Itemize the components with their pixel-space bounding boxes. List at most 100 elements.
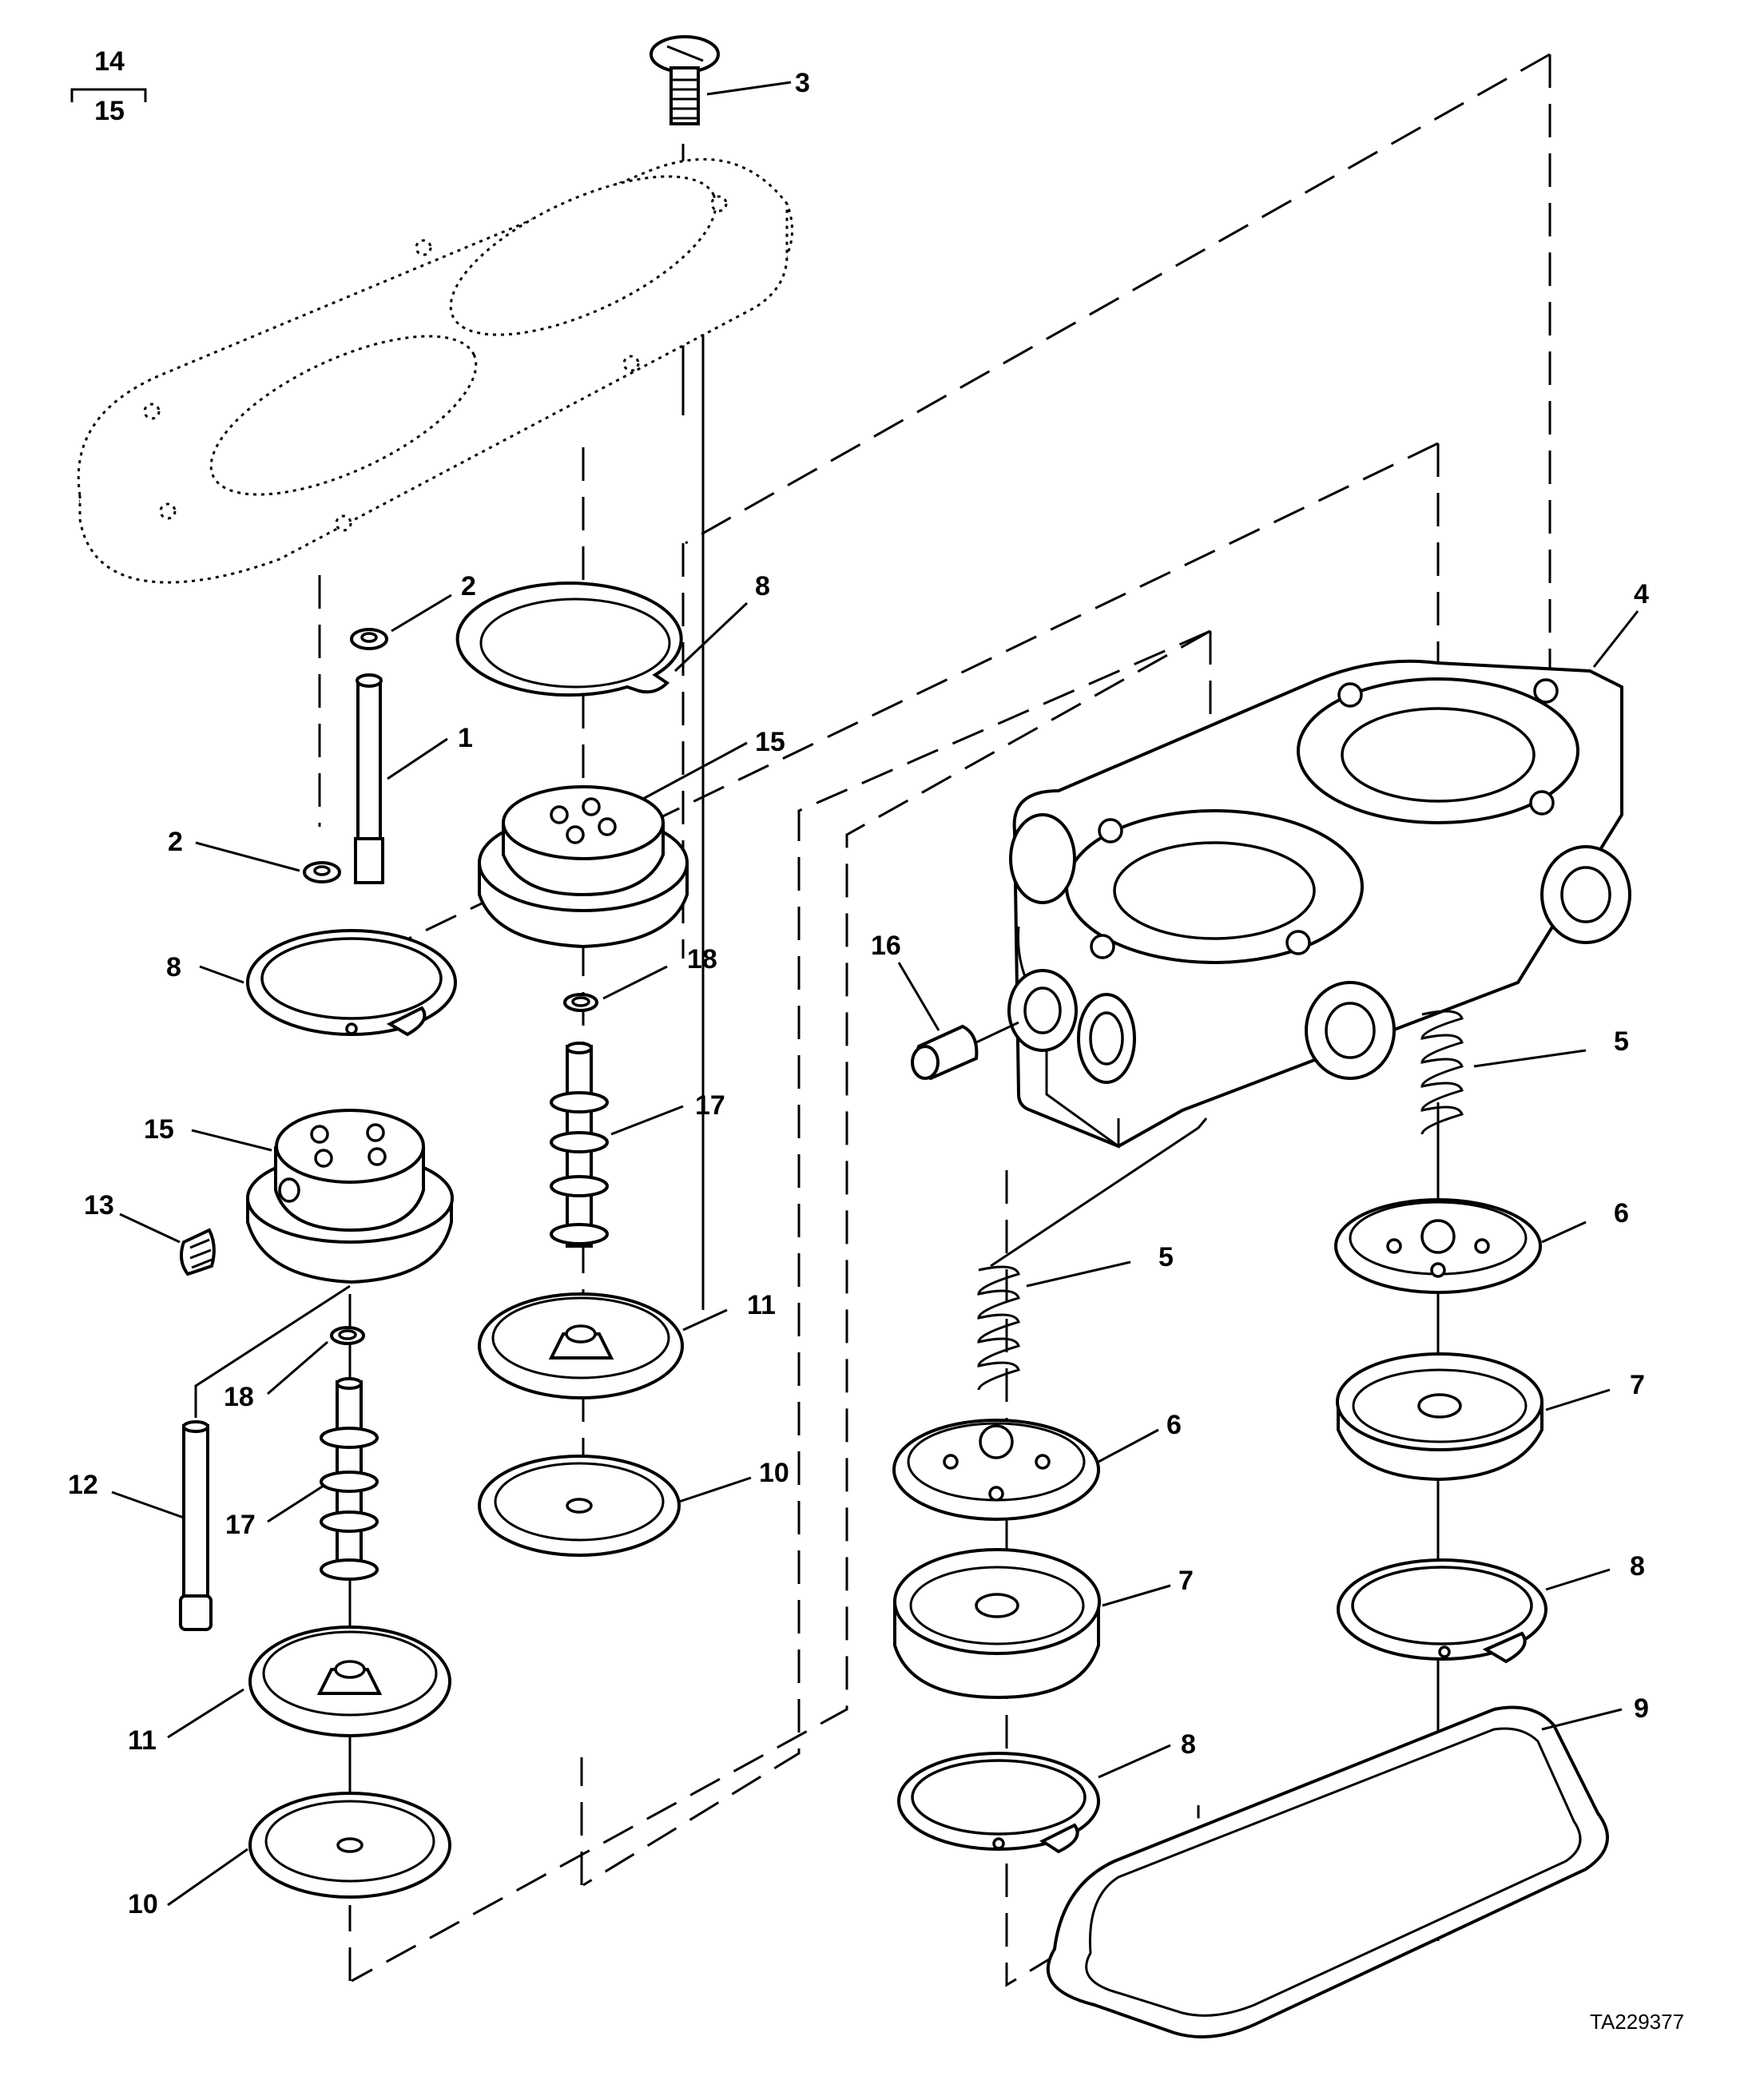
index-bracket [70, 88, 147, 102]
leader-17b [267, 1484, 324, 1523]
callout-4: 4 [1634, 579, 1649, 609]
piston-15-left [246, 1109, 454, 1284]
centerline-pin-12 [194, 1284, 351, 1418]
plug-16 [911, 1021, 1019, 1081]
seal-10-mid [478, 1455, 681, 1557]
ring-8-top [455, 582, 683, 697]
spool-17-left-land-2 [320, 1471, 379, 1493]
piston-15-top-hole-2 [582, 797, 601, 816]
seat-6-right-hole-2 [1474, 1238, 1490, 1254]
callout-17b: 17 [225, 1510, 256, 1540]
pin-12-end [179, 1594, 213, 1631]
leader-6a [1541, 1221, 1587, 1244]
leader-3 [706, 81, 792, 96]
housing-bolt-hole-6 [1529, 790, 1555, 816]
ring-8-right-lug [1482, 1631, 1527, 1664]
callout-3: 3 [795, 68, 810, 98]
seal-10-left-hole [336, 1837, 364, 1853]
spool-17-left-land-4 [320, 1558, 379, 1581]
o-ring-18-mid [563, 993, 598, 1012]
seal-10-left [248, 1792, 451, 1899]
leader-6b [1098, 1428, 1159, 1463]
callout-6b: 6 [1166, 1410, 1182, 1440]
callout-7b: 7 [1178, 1566, 1194, 1596]
drawing-reference: TA229377 [1590, 2010, 1684, 2034]
seat-6-right [1334, 1198, 1542, 1294]
washer-2-top-hole [360, 632, 378, 643]
piston-7-right-inner [1352, 1368, 1528, 1443]
screw-shank [669, 66, 700, 125]
callout-labels: 3 2 8 4 1 15 2 8 18 16 5 17 15 13 6 5 11… [68, 68, 1649, 1919]
cover-plate-bore-left [209, 335, 478, 496]
ring-8-left [246, 929, 457, 1037]
spool-17-left [320, 1377, 379, 1581]
pin-1-top [356, 673, 383, 688]
ring-8-bottom-eye [992, 1837, 1005, 1850]
housing-bore-right [1341, 707, 1536, 803]
piston-15-left-hole-1 [310, 1125, 329, 1144]
diaphragm-11-left-hole [334, 1660, 366, 1679]
gasket-9 [1046, 1705, 1609, 2038]
callout-8a: 8 [755, 571, 770, 601]
piston-7-left-inner [909, 1566, 1085, 1645]
callout-8c: 8 [1630, 1551, 1645, 1582]
piston-7-left [893, 1548, 1101, 1700]
plug-leader-axis [975, 1021, 1019, 1044]
ring-8-bottom-lug [1039, 1823, 1079, 1854]
diaphragm-11-mid [478, 1292, 684, 1399]
leader-8d [1098, 1744, 1171, 1779]
housing-port-top-left [1009, 813, 1076, 904]
spool-17-mid-top [566, 1042, 593, 1054]
piston-15-left-hole-4 [368, 1147, 387, 1166]
piston-7-right [1336, 1352, 1544, 1482]
spring-to-housing-line [990, 1117, 1208, 1268]
spring-coils-left [977, 1265, 1020, 1391]
leader-5a [1473, 1049, 1587, 1068]
piston-7-right-hole [1417, 1393, 1462, 1419]
seal-10-mid-inner [494, 1462, 665, 1542]
gasket-9-outer [1046, 1705, 1609, 2038]
cover-hole-6 [710, 195, 728, 212]
seat-6-left-center [979, 1424, 1014, 1459]
callout-9: 9 [1634, 1693, 1649, 1724]
cover-hole-4 [415, 239, 432, 256]
seat-6-left-hole-1 [943, 1454, 959, 1470]
callout-16: 16 [871, 931, 901, 961]
leader-2b [195, 841, 300, 872]
callout-11a: 11 [747, 1290, 776, 1320]
callout-11b: 11 [128, 1725, 157, 1756]
callout-5b: 5 [1158, 1242, 1174, 1272]
ring-8-right [1337, 1558, 1547, 1664]
piston-15-top-hole-4 [598, 817, 617, 836]
callout-2a: 2 [461, 571, 476, 601]
callout-15a: 15 [755, 727, 785, 757]
piston-15-left-hole-3 [314, 1149, 333, 1168]
leader-2a [391, 593, 452, 633]
pin-12-shaft [182, 1424, 209, 1607]
diaphragm-11-mid-rim [491, 1296, 670, 1379]
leader-15b [191, 1129, 272, 1152]
leader-15a [642, 741, 748, 800]
leader-10a [678, 1476, 752, 1503]
gasket-9-inner [1085, 1727, 1582, 2017]
housing-port-front-left-hole [1023, 986, 1062, 1034]
callout-7a: 7 [1630, 1370, 1645, 1400]
callout-12: 12 [68, 1470, 98, 1500]
spool-17-mid-land-4 [550, 1223, 609, 1245]
callout-1: 1 [458, 723, 473, 753]
callout-8b: 8 [166, 952, 181, 982]
cover-hole-5 [622, 355, 640, 372]
callout-8d: 8 [1181, 1729, 1196, 1760]
ring-8-bottom [897, 1752, 1100, 1854]
washer-2-mid [303, 861, 341, 883]
housing-bolt-hole-1 [1098, 818, 1123, 844]
leader-13 [119, 1213, 181, 1244]
piston-15-left-hole-2 [366, 1123, 385, 1142]
screw-3 [650, 35, 720, 125]
leader-10b [167, 1848, 248, 1907]
piston-15-top-cap [502, 785, 665, 860]
housing-bolt-hole-4 [1337, 682, 1363, 708]
ring-8-right-eye [1438, 1645, 1451, 1658]
spool-17-left-top [336, 1377, 363, 1390]
